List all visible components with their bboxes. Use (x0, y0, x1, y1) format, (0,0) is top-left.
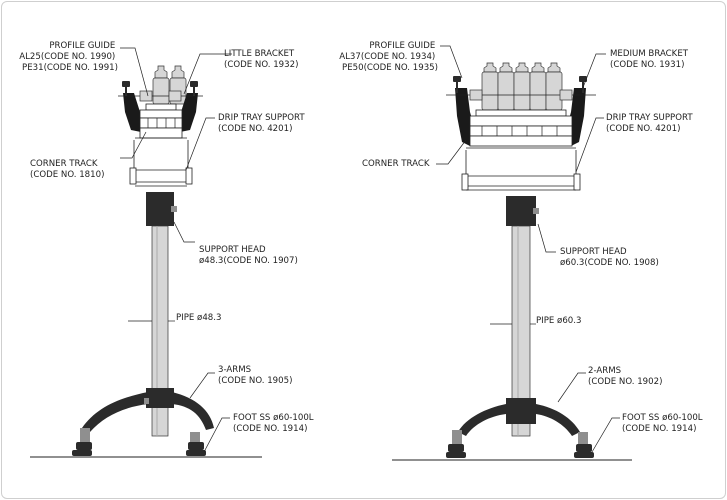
svg-text:LITTLE BRACKET (CODE NO.: LITTLE BRACKET (CODE NO. 1932) (224, 49, 298, 70)
left-support-head (146, 192, 174, 226)
right-drip-tray-code: (CODE NO. 4201) (606, 124, 680, 134)
svg-text:SUPPORT HEAD ø48.3(CODE: SUPPORT HEAD ø48.3(CODE NO. 1907) (199, 245, 298, 266)
left-pipe (151, 225, 169, 437)
svg-text:MEDIUM BRACKET (CODE NO.: MEDIUM BRACKET (CODE NO. 1931) (610, 49, 691, 70)
left-profile-guide-al-label: AL25(CODE NO. 1990) (19, 52, 115, 62)
svg-text:DRIP TRAY SUPPORT (CODE: DRIP TRAY SUPPORT (CODE NO. 4201) (218, 113, 307, 134)
left-assembly: PROFILE GUIDE AL25(CODE NO. 1990) PE31(C… (19, 41, 316, 458)
svg-text:3-ARMS (CODE NO. 1905): 3-ARMS (CODE NO. 1905) (218, 365, 292, 386)
right-arms-code: (CODE NO. 1902) (588, 377, 662, 387)
right-profile-guide-label: PROFILE GUIDE (369, 41, 435, 51)
right-support-head-code: ø60.3(CODE NO. 1908) (560, 258, 659, 268)
svg-text:2-ARMS (CODE NO. 1902): 2-ARMS (CODE NO. 1902) (588, 366, 662, 387)
left-support-head-label: SUPPORT HEAD (199, 245, 266, 255)
svg-text:PROFILE GUIDE AL37(CODE: PROFILE GUIDE AL37(CODE NO. 1934) PE50(C… (339, 41, 438, 73)
left-drip-tray-label: DRIP TRAY SUPPORT (218, 113, 305, 123)
svg-text:FOOT SS ø60-100L (CODE N: FOOT SS ø60-100L (CODE NO. 1914) (233, 413, 316, 434)
right-profile-guide-al-label: AL37(CODE NO. 1934) (339, 52, 435, 62)
right-foot-label: FOOT SS ø60-100L (622, 413, 703, 423)
left-corner-track-code: (CODE NO. 1810) (30, 170, 104, 180)
left-bracket-label: LITTLE BRACKET (224, 49, 295, 59)
right-drip-tray-label: DRIP TRAY SUPPORT (606, 113, 693, 123)
left-profile-guide-label: PROFILE GUIDE (49, 41, 115, 51)
left-conveyor-body (129, 103, 193, 187)
left-pipe-label: PIPE ø48.3 (176, 313, 221, 323)
left-foot-label: FOOT SS ø60-100L (233, 413, 314, 423)
right-support-head-label: SUPPORT HEAD (560, 247, 627, 257)
right-conveyor-body (461, 109, 581, 191)
right-arms (458, 404, 506, 436)
svg-text:DRIP TRAY SUPPORT (CODE: DRIP TRAY SUPPORT (CODE NO. 4201) (606, 113, 695, 134)
right-profile-guide-pe-label: PE50(CODE NO. 1935) (342, 63, 438, 73)
right-support-head (506, 196, 536, 226)
left-corner-track-label: CORNER TRACK (30, 159, 98, 169)
left-feet (72, 428, 206, 456)
right-bottles (481, 62, 563, 111)
left-bracket-code: (CODE NO. 1932) (224, 60, 298, 70)
right-foot-code: (CODE NO. 1914) (622, 424, 696, 434)
left-profile-guide-pe-label: PE31(CODE NO. 1991) (22, 63, 118, 73)
svg-text:SUPPORT HEAD ø60.3(CODE: SUPPORT HEAD ø60.3(CODE NO. 1908) (560, 247, 659, 268)
right-bracket-label: MEDIUM BRACKET (610, 49, 689, 59)
left-drip-tray-code: (CODE NO. 4201) (218, 124, 292, 134)
left-arms (82, 392, 148, 432)
svg-text:FOOT SS ø60-100L (CODE N: FOOT SS ø60-100L (CODE NO. 1914) (622, 413, 705, 434)
right-feet (446, 430, 594, 458)
left-leaders (120, 47, 232, 453)
left-foot-code: (CODE NO. 1914) (233, 424, 307, 434)
left-arms-label: 3-ARMS (218, 365, 251, 375)
right-pipe (511, 225, 531, 437)
right-corner-track-label: CORNER TRACK (362, 159, 430, 169)
svg-text:PROFILE GUIDE AL25(CODE: PROFILE GUIDE AL25(CODE NO. 1990) PE31(C… (19, 41, 118, 73)
right-bracket-code: (CODE NO. 1931) (610, 60, 684, 70)
right-arms-label: 2-ARMS (588, 366, 621, 376)
right-leaders (436, 45, 620, 453)
right-assembly: PROFILE GUIDE AL37(CODE NO. 1934) PE50(C… (339, 41, 705, 461)
svg-text:CORNER TRACK (CODE NO. 1: CORNER TRACK (CODE NO. 1810) (30, 159, 104, 180)
left-support-head-code: ø48.3(CODE NO. 1907) (199, 256, 298, 266)
right-pipe-label: PIPE ø60.3 (536, 316, 581, 326)
left-arms-code: (CODE NO. 1905) (218, 376, 292, 386)
svg-text:CORNER TRACK: CORNER TRACK (362, 159, 430, 169)
